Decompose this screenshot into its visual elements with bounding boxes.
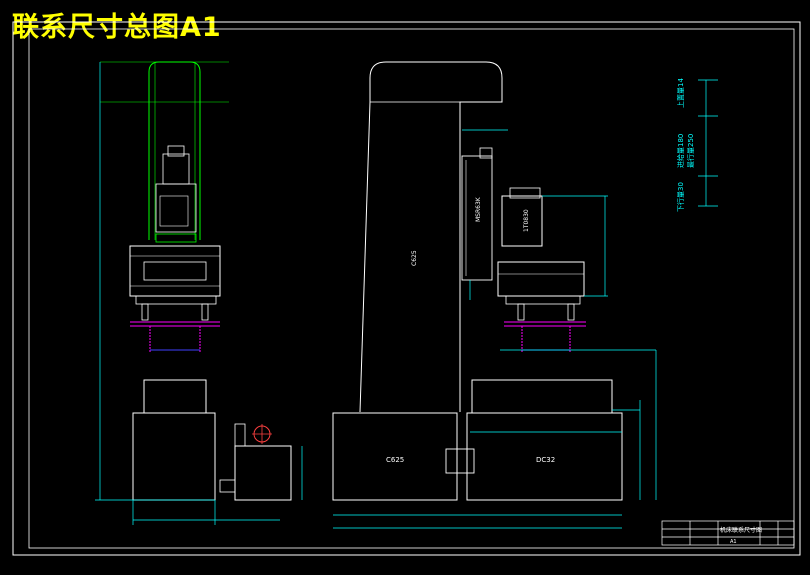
column-label: C625 — [411, 250, 418, 266]
slide-label: MSR63K — [475, 196, 482, 222]
stroke-diagram — [698, 79, 718, 207]
left-base — [132, 412, 216, 501]
base-left-label: C625 — [386, 456, 404, 464]
side-note-mid1: 进给量180 — [676, 134, 685, 168]
green-guard — [148, 61, 201, 240]
right-headstock — [501, 195, 543, 247]
side-note-top: 上置量14 — [676, 78, 685, 108]
left-view — [95, 61, 303, 525]
hydraulic-unit — [234, 445, 292, 501]
column — [359, 61, 503, 413]
side-note-bottom: 下行量30 — [676, 182, 685, 212]
title-block-caption: 机床联系尺寸图 — [720, 526, 762, 534]
title-block — [661, 520, 795, 546]
base-left — [332, 412, 458, 501]
headstock-label: 1T0830 — [523, 209, 530, 232]
left-headstock — [129, 245, 221, 297]
left-base-top — [143, 379, 207, 414]
right-view — [332, 61, 657, 529]
slide — [461, 155, 493, 281]
work-table — [471, 379, 613, 414]
motor-top — [167, 145, 185, 157]
title-block-sheet: A1 — [730, 539, 737, 545]
base-right-label: DC32 — [536, 456, 555, 464]
base-right — [466, 412, 623, 501]
side-note-mid2: 最行量250 — [686, 134, 695, 168]
inner-frame — [28, 28, 795, 549]
coupling — [445, 448, 475, 474]
drawing-title: 联系尺寸总图A1 — [12, 12, 222, 43]
sheet-border — [12, 21, 801, 556]
